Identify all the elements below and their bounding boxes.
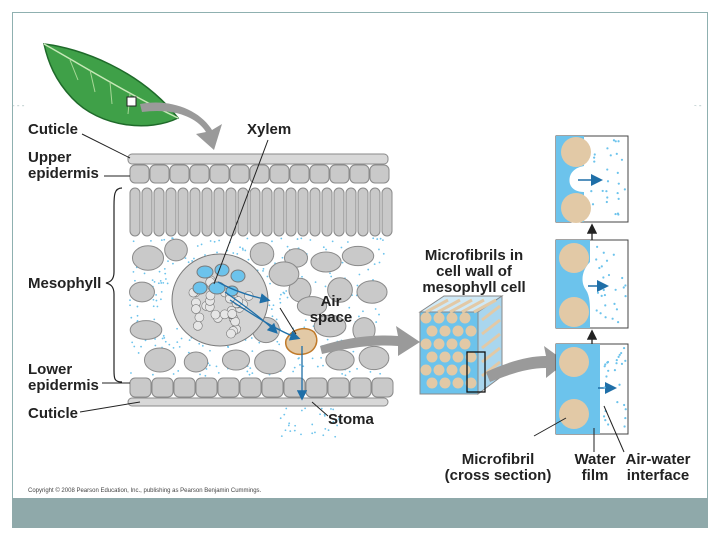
label-cuticle-top: Cuticle <box>28 121 79 138</box>
label-lower-epidermis: Lower epidermis <box>28 361 99 394</box>
label-air-water-interface: Air-water interface <box>625 451 691 484</box>
label-stoma: Stoma <box>328 411 374 428</box>
right-dash-marker: - - <box>694 101 702 110</box>
leader-lines <box>79 133 329 417</box>
label-microfibril-cross-section: Microfibril (cross section) <box>444 451 552 484</box>
label-air-space: Air space <box>309 293 353 326</box>
label-mesophyll: Mesophyll <box>28 275 102 292</box>
left-dash-marker: - - - <box>12 101 25 110</box>
label-microfibrils-in-cell-wall: Microfibrils in cell wall of mesophyll c… <box>422 247 526 296</box>
water-film-panel-top <box>555 135 629 223</box>
section-to-wall-arrow <box>320 326 420 356</box>
label-xylem: Xylem <box>247 121 292 138</box>
water-film-panel-bottom <box>555 343 629 435</box>
lower-epidermis <box>127 377 394 407</box>
leaf-to-section-arrow <box>140 102 222 150</box>
label-water-film: Water film <box>574 451 616 484</box>
copyright-notice: Copyright © 2008 Pearson Education, Inc.… <box>28 488 262 494</box>
label-cuticle-bottom: Cuticle <box>28 405 79 422</box>
panel-leader-lines <box>533 405 625 453</box>
vascular-bundle <box>171 253 269 347</box>
upper-epidermis <box>127 153 390 184</box>
xylem-vessels <box>192 263 246 297</box>
block-to-panel-arrow <box>486 346 566 382</box>
label-upper-epidermis: Upper epidermis <box>28 149 99 182</box>
footer-bar <box>12 498 708 528</box>
water-film-panel-middle <box>555 239 629 329</box>
water-flow-arrows <box>217 281 308 401</box>
mesophyll-bracket <box>105 187 123 383</box>
mesophyll-tissue <box>128 186 393 438</box>
leaf-icon <box>43 43 180 127</box>
